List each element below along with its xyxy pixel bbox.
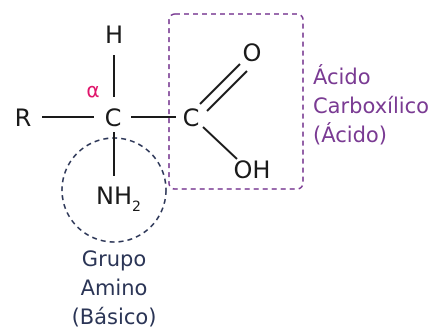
atom-oxygen: O — [243, 39, 262, 67]
atom-hydroxyl: OH — [234, 156, 271, 184]
acid-label-line-3: (Ácido) — [313, 122, 387, 147]
amino-label-line-1: Grupo — [82, 247, 146, 271]
acid-label-line-2: Carboxílico — [313, 94, 429, 118]
atom-carboxyl-carbon: C — [183, 104, 200, 132]
alpha-marker: α — [86, 78, 99, 102]
atom-amine: NH2 — [96, 182, 141, 215]
amine-nh: NH — [96, 182, 132, 210]
bond-c-oh — [202, 126, 238, 160]
amino-label-line-2: Amino — [81, 276, 148, 300]
bond-c-o-double-1 — [199, 63, 241, 105]
bond-c-o-double-2 — [206, 70, 248, 112]
atom-r-group: R — [15, 104, 32, 132]
amino-label-line-3: (Básico) — [72, 305, 157, 329]
acid-label-line-1: Ácido — [313, 64, 371, 89]
atom-hydrogen-top: H — [105, 21, 123, 49]
carboxyl-group-box — [168, 13, 304, 190]
amine-subscript: 2 — [132, 199, 141, 215]
atom-alpha-carbon: C — [105, 104, 122, 132]
